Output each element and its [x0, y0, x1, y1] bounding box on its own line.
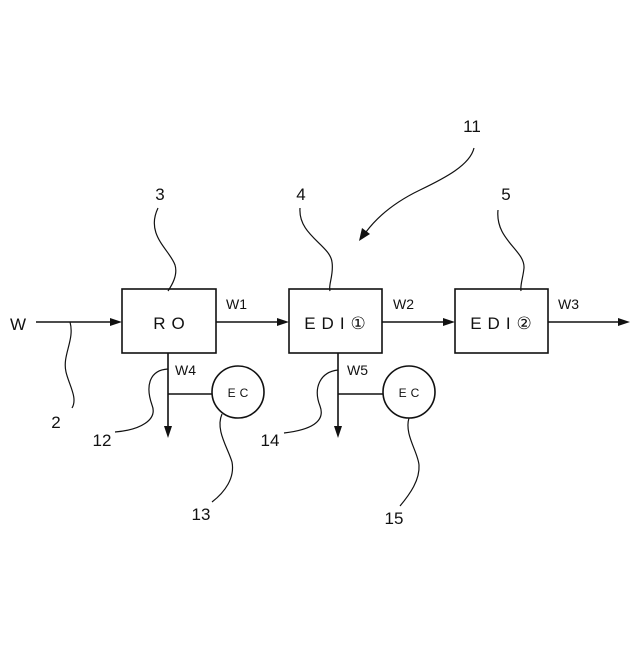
input-label: W: [10, 315, 26, 334]
ref-14: 14: [261, 431, 280, 450]
input-arrowhead: [110, 318, 122, 326]
ref-2: 2: [51, 413, 60, 432]
leader-3: [154, 208, 176, 291]
ref-3: 3: [155, 185, 164, 204]
ec1-sensor-label: EC: [228, 386, 253, 400]
w5-arrowhead: [334, 426, 342, 438]
ref-11: 11: [463, 117, 481, 136]
leader-2: [65, 322, 74, 408]
w4-arrowhead: [164, 426, 172, 438]
ref-5: 5: [501, 185, 510, 204]
w3-arrowhead: [618, 318, 630, 326]
w2-label: W2: [393, 296, 414, 312]
w4-label: W4: [175, 362, 196, 378]
ro-box-label: RO: [153, 314, 191, 333]
leader-15: [400, 418, 419, 506]
ref-12: 12: [93, 431, 112, 450]
w1-arrowhead: [277, 318, 289, 326]
ref-13: 13: [192, 505, 211, 524]
w1-label: W1: [226, 296, 247, 312]
w5-label: W5: [347, 362, 368, 378]
ref-4: 4: [296, 185, 305, 204]
leader-4: [300, 208, 333, 291]
edi2-box-label: EDI②: [470, 314, 538, 333]
leader-11: [366, 148, 474, 232]
leader-5: [498, 210, 524, 291]
w2-arrowhead: [443, 318, 455, 326]
ref-15: 15: [385, 509, 404, 528]
leader-14: [284, 370, 338, 433]
leader-13: [212, 414, 233, 502]
w3-label: W3: [558, 296, 579, 312]
leader-11-arrowhead: [359, 228, 370, 241]
edi1-box-label: EDI①: [304, 314, 372, 333]
leader-12: [115, 369, 168, 432]
ec2-sensor-label: EC: [399, 386, 424, 400]
